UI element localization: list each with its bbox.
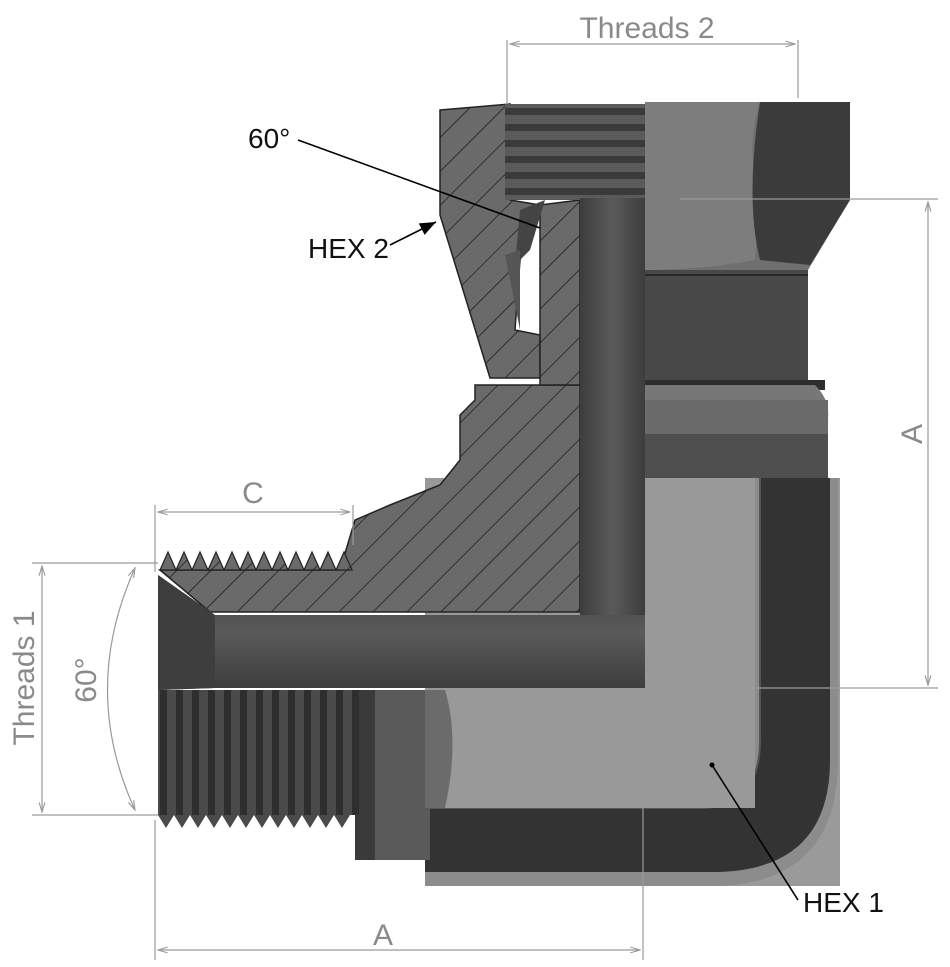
female-threads-2 xyxy=(505,104,645,330)
callout-leaders xyxy=(297,139,799,901)
thread-crest xyxy=(320,690,327,815)
dim-a-horizontal-label: A xyxy=(373,919,393,952)
thread-crest xyxy=(304,690,311,815)
thread-crest xyxy=(505,140,645,147)
thread-crest xyxy=(505,172,645,179)
vertical-bore xyxy=(580,198,645,688)
thread-teeth xyxy=(158,815,350,828)
thread-crest xyxy=(192,690,199,815)
thread-crest xyxy=(505,108,645,115)
thread-crest xyxy=(208,690,215,815)
thread-crest xyxy=(160,690,167,815)
thread-crest xyxy=(505,188,645,195)
dim-c-label: C xyxy=(242,477,264,510)
thread-crest xyxy=(272,690,279,815)
angle-60-top-label: 60° xyxy=(248,123,290,154)
dimensions xyxy=(32,40,938,960)
thread-crest xyxy=(240,690,247,815)
horizontal-bore xyxy=(158,575,645,690)
thread-crest xyxy=(505,156,645,163)
hex-2-label: HEX 2 xyxy=(308,233,389,264)
thread-crest xyxy=(505,124,645,131)
hex-1-label: HEX 1 xyxy=(803,887,884,918)
threads-2-label: Threads 2 xyxy=(579,12,714,45)
threads-1-label: Threads 1 xyxy=(8,610,41,745)
thread-crest xyxy=(336,690,343,815)
neck-ring xyxy=(645,380,829,478)
thread-crest xyxy=(288,690,295,815)
male-threads-1 xyxy=(158,690,359,828)
nut-hex-2 xyxy=(645,102,850,380)
left-collar xyxy=(355,690,453,860)
thread-crest xyxy=(256,690,263,815)
thread-teeth-section xyxy=(159,550,353,572)
thread-crest xyxy=(176,690,183,815)
thread-crest xyxy=(352,690,359,815)
angle-60-left-label: 60° xyxy=(70,657,103,702)
thread-crest xyxy=(224,690,231,815)
dim-a-vertical-label: A xyxy=(896,424,929,444)
